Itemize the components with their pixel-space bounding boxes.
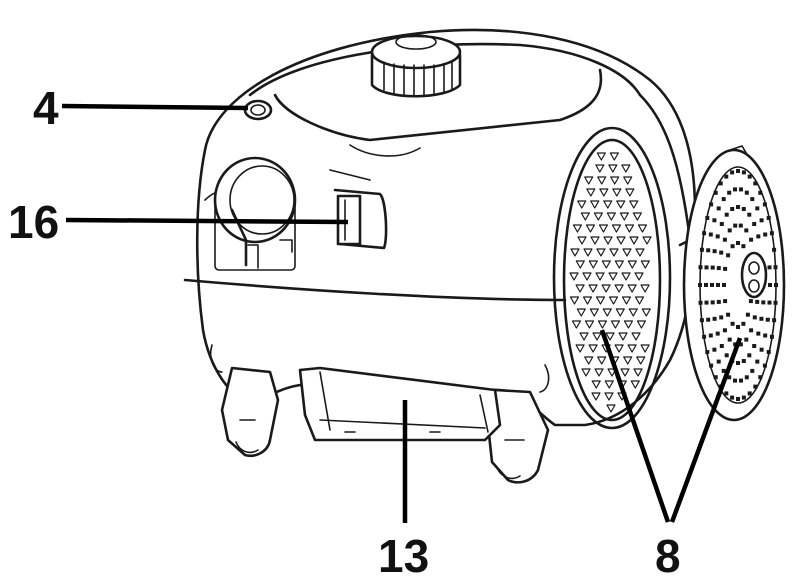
part-8-rear-filter (552, 126, 672, 430)
vacuum-body (183, 28, 697, 427)
right-foot (486, 388, 550, 484)
cord-dial (213, 156, 297, 271)
left-foot (220, 366, 280, 458)
filter-triangle-pattern (569, 152, 652, 413)
callout-label-16: 16 (8, 196, 59, 248)
callout-label-4: 4 (33, 82, 59, 134)
callout-line-16 (65, 217, 349, 225)
part-8-filter-cover (682, 145, 786, 422)
top-knob (370, 34, 462, 98)
callout-line-8b (669, 337, 743, 523)
callout-lines (61, 103, 743, 523)
callout-line-4 (61, 103, 249, 111)
callout-label-13: 13 (378, 530, 429, 581)
callout-line-8a (599, 329, 671, 523)
part-13-handle (298, 366, 502, 442)
part-4-button (243, 99, 273, 121)
callout-label-8: 8 (655, 530, 681, 581)
cover-hole-pattern (698, 169, 778, 401)
part-16-switch (333, 188, 388, 250)
